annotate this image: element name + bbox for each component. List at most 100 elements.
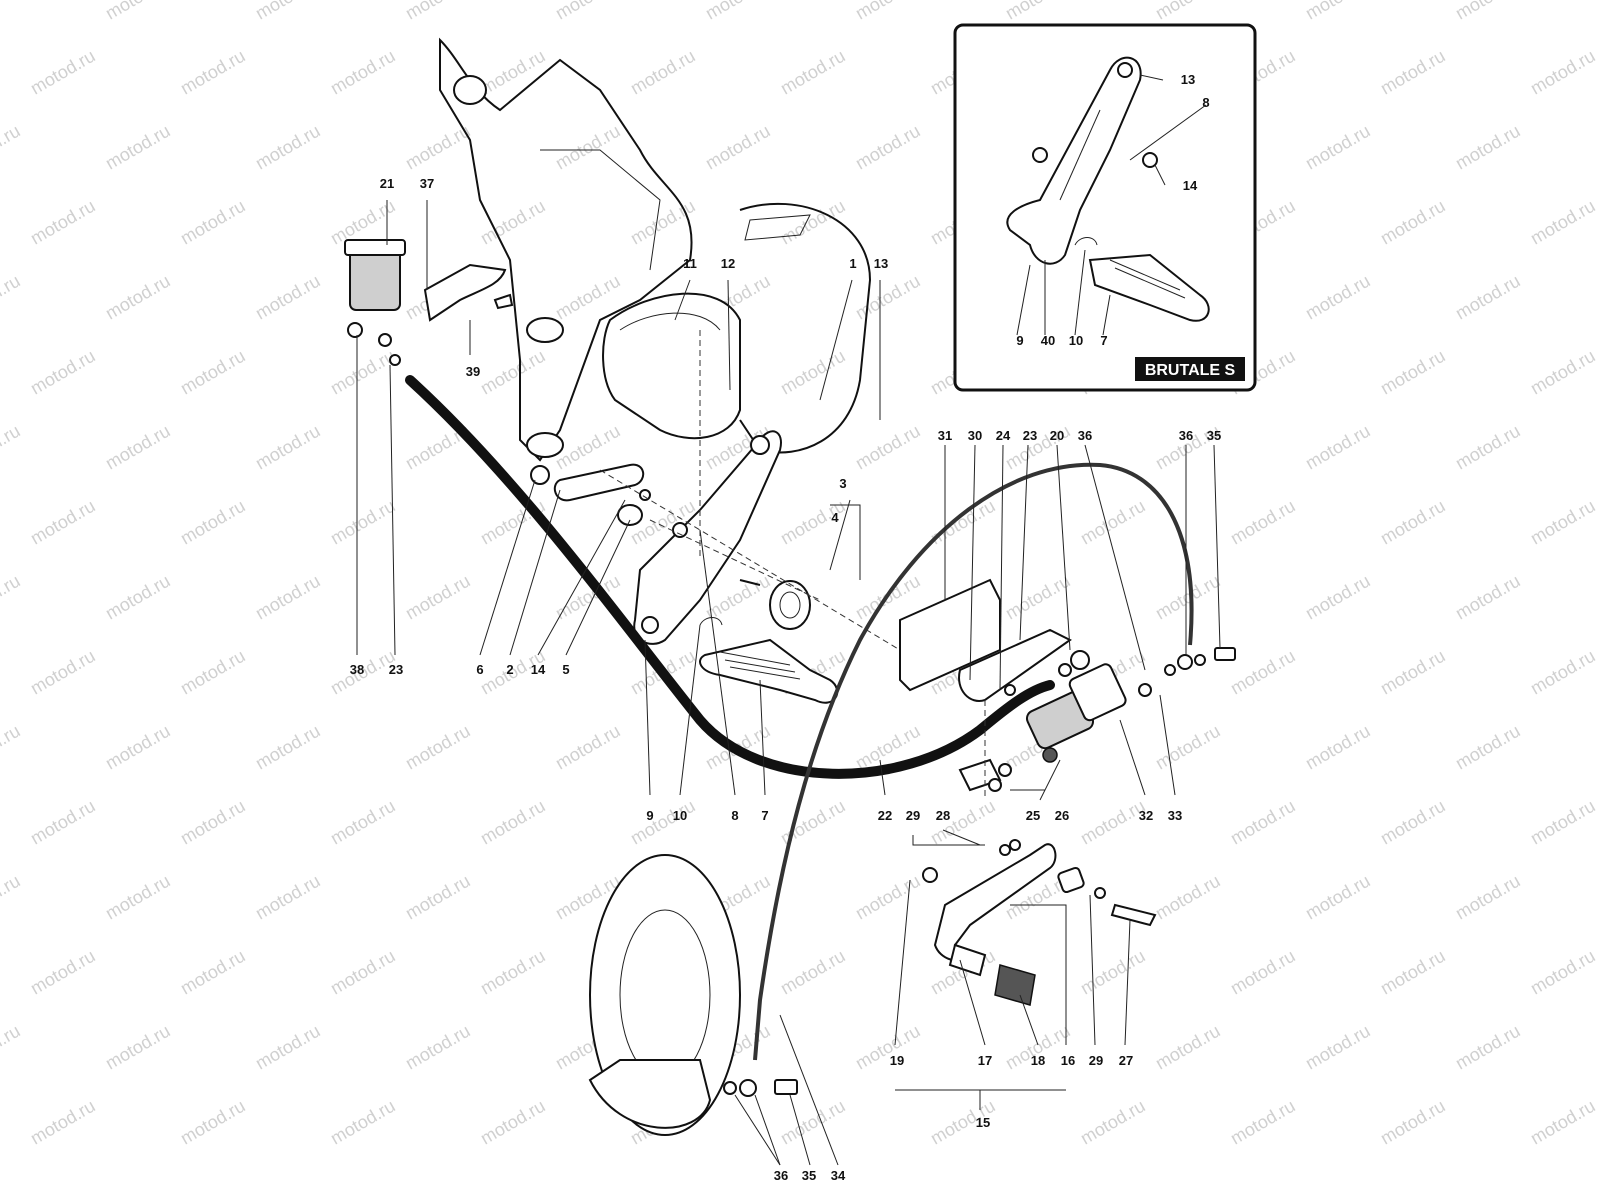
assembly-guide-lines <box>599 330 986 800</box>
rear-master-cylinder <box>998 650 1152 777</box>
watermark-text: motod.ru <box>777 346 849 399</box>
watermark-text: motod.ru <box>327 46 399 99</box>
callout-9: 9 <box>646 808 653 823</box>
callout-30: 30 <box>968 428 982 443</box>
callout-17: 17 <box>978 1053 992 1068</box>
callout-14: 14 <box>531 662 546 677</box>
watermark-text: motod.ru <box>927 496 999 549</box>
watermark-text: motod.ru <box>852 1021 924 1074</box>
watermark-text: motod.ru <box>27 346 99 399</box>
watermark-text: motod.ru <box>1377 496 1449 549</box>
brake-line <box>753 462 1194 1061</box>
callout-10: 10 <box>1069 333 1083 348</box>
watermark-text: motod.ru <box>0 571 24 624</box>
watermark-text: motod.ru <box>552 721 624 774</box>
watermark-text: motod.ru <box>1227 796 1299 849</box>
watermark-text: motod.ru <box>1452 1021 1524 1074</box>
callout-40: 40 <box>1041 333 1055 348</box>
watermark-text: motod.ru <box>102 1021 174 1074</box>
watermark-text: motod.ru <box>1302 0 1374 23</box>
watermark-text: motod.ru <box>627 196 699 249</box>
heel-guard <box>602 292 741 440</box>
callout-13: 13 <box>1181 72 1195 87</box>
variant-badge <box>1135 357 1245 381</box>
watermark-text: motod.ru <box>477 1096 549 1149</box>
watermark-text: motod.ru <box>627 796 699 849</box>
watermark-text: motod.ru <box>27 46 99 99</box>
banjo-fittings-bottom <box>723 1079 798 1097</box>
watermark-text: motod.ru <box>102 571 174 624</box>
watermark-text: motod.ru <box>552 121 624 174</box>
watermark-text: motod.ru <box>1002 571 1074 624</box>
pushrod-clevis <box>958 758 1002 792</box>
watermark-text: motod.ru <box>0 721 24 774</box>
callout-14: 14 <box>1183 178 1198 193</box>
callout-32: 32 <box>1139 808 1153 823</box>
watermark-text: motod.ru <box>1302 271 1374 324</box>
watermark-text: motod.ru <box>327 796 399 849</box>
inset-variant-panel <box>953 23 1257 392</box>
pedal-tip <box>948 943 1036 1006</box>
callout-29: 29 <box>906 808 920 823</box>
watermark-text: motod.ru <box>1527 1096 1599 1149</box>
callout-39: 39 <box>466 364 480 379</box>
rear-brake-disc <box>588 854 741 1136</box>
master-cylinder-bracket <box>958 628 1072 702</box>
watermark-text: motod.ru <box>1002 0 1074 23</box>
callout-27: 27 <box>1119 1053 1133 1068</box>
callout-35: 35 <box>802 1168 816 1183</box>
watermark-text: motod.ru <box>1302 721 1374 774</box>
watermark-text: motod.ru <box>1452 0 1524 23</box>
footpeg <box>699 617 839 704</box>
reservoir-hose <box>405 375 1055 779</box>
watermark-text: motod.ru <box>1527 796 1599 849</box>
frame-bracket <box>439 37 693 462</box>
watermark-text: motod.ru <box>1452 571 1524 624</box>
callout-1: 1 <box>849 256 856 271</box>
watermark-text: motod.ru <box>1227 946 1299 999</box>
watermark-text: motod.ru <box>1152 1021 1224 1074</box>
callout-29: 29 <box>1089 1053 1103 1068</box>
watermark-text: motod.ru <box>402 0 474 23</box>
watermark-text: motod.ru <box>1227 1096 1299 1149</box>
watermark-text: motod.ru <box>402 871 474 924</box>
watermark-text: motod.ru <box>777 46 849 99</box>
callout-38: 38 <box>350 662 364 677</box>
watermark-text: motod.ru <box>1452 721 1524 774</box>
watermark-text: motod.ru <box>1377 796 1449 849</box>
callout-9: 9 <box>1016 333 1023 348</box>
watermark-text: motod.ru <box>252 1021 324 1074</box>
brake-fluid-reservoir <box>344 239 514 366</box>
watermark-text: motod.ru <box>1527 946 1599 999</box>
watermark-text: motod.ru <box>102 271 174 324</box>
watermark-text: motod.ru <box>252 571 324 624</box>
watermark-text: motod.ru <box>477 346 549 399</box>
watermark-text: motod.ru <box>1452 271 1524 324</box>
brake-linkage <box>530 463 651 526</box>
watermark-text: motod.ru <box>27 796 99 849</box>
watermark-text: motod.ru <box>777 946 849 999</box>
callout-15: 15 <box>976 1115 990 1130</box>
watermark-text: motod.ru <box>402 721 474 774</box>
watermark-text: motod.ru <box>1377 1096 1449 1149</box>
watermark-text: motod.ru <box>27 946 99 999</box>
watermark-text: motod.ru <box>1077 1096 1149 1149</box>
callout-20: 20 <box>1050 428 1064 443</box>
watermark-text: motod.ru <box>102 121 174 174</box>
watermark-text: motod.ru <box>402 1021 474 1074</box>
watermark-text: motod.ru <box>1302 571 1374 624</box>
watermark-text: motod.ru <box>852 271 924 324</box>
watermark-text: motod.ru <box>1527 646 1599 699</box>
watermark-text: motod.ru <box>852 0 924 23</box>
callout-8: 8 <box>1202 95 1209 110</box>
watermark-text: motod.ru <box>0 0 24 23</box>
callout-34: 34 <box>831 1168 846 1183</box>
callout-31: 31 <box>938 428 952 443</box>
callout-35: 35 <box>1207 428 1221 443</box>
watermark-text: motod.ru <box>1527 346 1599 399</box>
watermark-text: motod.ru <box>102 721 174 774</box>
watermark-text: motod.ru <box>1452 871 1524 924</box>
callout-7: 7 <box>761 808 768 823</box>
watermark-text: motod.ru <box>777 1096 849 1149</box>
watermark-text: motod.ru <box>1377 196 1449 249</box>
